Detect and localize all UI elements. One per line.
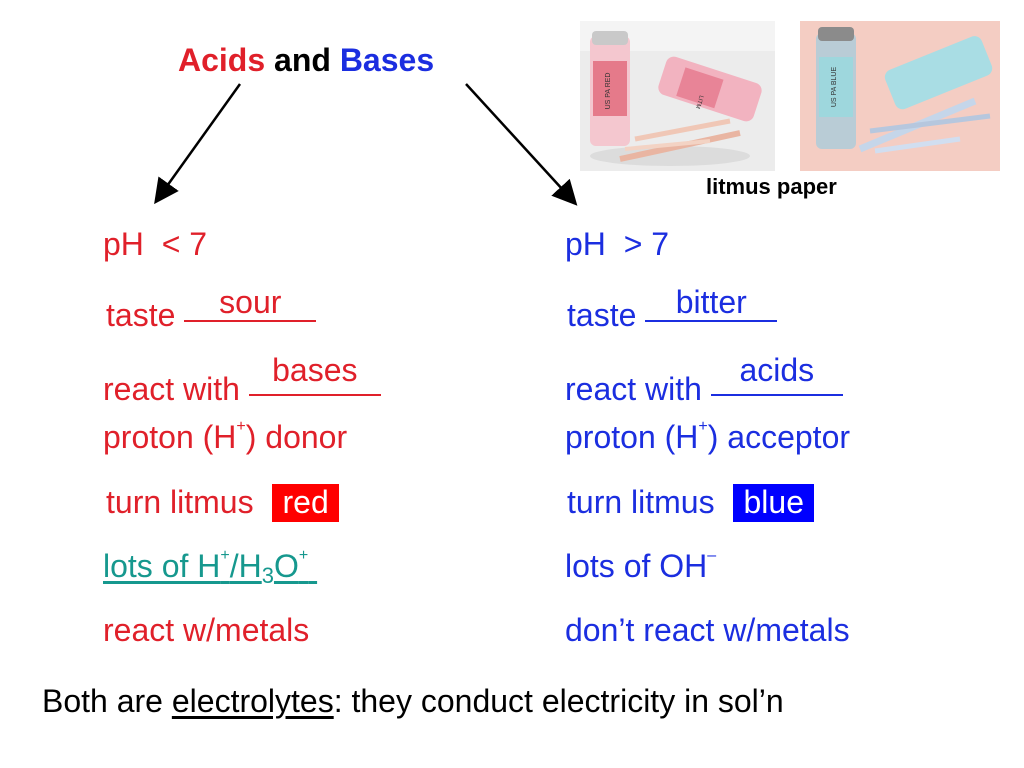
arrow-to-acids bbox=[154, 83, 242, 205]
acid-lots-sup1: + bbox=[220, 547, 230, 564]
branch-arrows bbox=[154, 83, 578, 206]
red-litmus-photo: US PA RED LITM bbox=[580, 21, 775, 171]
bottom-prefix: Both are bbox=[42, 683, 163, 719]
title-acids: Acids bbox=[178, 42, 266, 78]
base-lots: lots of OH– bbox=[565, 547, 717, 584]
base-taste: taste bitter bbox=[567, 286, 778, 333]
acid-lots-link[interactable]: lots of H+/H3O+ bbox=[103, 547, 317, 587]
acid-proton-text-a: proton (H bbox=[103, 419, 237, 455]
acid-ph-value: < 7 bbox=[161, 226, 208, 262]
page-title: Acids and Bases bbox=[178, 42, 434, 79]
base-react-blank: acids bbox=[710, 352, 843, 396]
acid-lots-sup2: + bbox=[298, 547, 309, 564]
acid-metals: react w/metals bbox=[103, 612, 310, 648]
acid-taste-blank: sour bbox=[184, 284, 317, 322]
acid-taste-answer: sour bbox=[219, 284, 282, 320]
acid-proton-sup: + bbox=[236, 418, 246, 435]
acid-proton: proton (H+) donor bbox=[103, 418, 348, 455]
base-taste-label: taste bbox=[567, 297, 637, 333]
title-bases: Bases bbox=[339, 42, 435, 78]
base-proton-text-b: ) acceptor bbox=[707, 419, 851, 455]
acid-litmus-label: turn litmus bbox=[106, 484, 254, 520]
red-strip-label: LITM bbox=[694, 94, 704, 109]
acid-proton-text-b: ) donor bbox=[245, 419, 348, 455]
base-ph: pH > 7 bbox=[565, 228, 669, 260]
acid-lots-text-a: lots of H bbox=[103, 548, 221, 584]
base-proton: proton (H+) acceptor bbox=[565, 418, 851, 455]
acid-taste: taste sour bbox=[106, 286, 317, 333]
blue-litmus-photo: US PA BLUE bbox=[800, 21, 1000, 171]
base-litmus-answer: blue bbox=[733, 484, 814, 522]
photo-caption: litmus paper bbox=[706, 174, 837, 199]
acid-react-label: react with bbox=[103, 371, 240, 407]
acid-lots-text-c: O bbox=[273, 548, 299, 584]
base-ph-value: > 7 bbox=[623, 226, 670, 262]
base-taste-answer: bitter bbox=[675, 284, 747, 320]
base-taste-blank: bitter bbox=[645, 284, 778, 322]
acid-react-answer: bases bbox=[272, 352, 358, 388]
acid-react: react with bases bbox=[103, 354, 381, 407]
electrolytes-statement: Both are electrolytes: they conduct elec… bbox=[42, 683, 784, 720]
base-react-label: react with bbox=[565, 371, 702, 407]
base-litmus: turn litmus blue bbox=[567, 484, 814, 522]
base-metals: don’t react w/metals bbox=[565, 612, 850, 648]
base-litmus-label: turn litmus bbox=[567, 484, 715, 520]
acid-lots-text-b: /H bbox=[229, 548, 262, 584]
base-proton-sup: + bbox=[698, 418, 708, 435]
base-lots-sup: – bbox=[707, 547, 717, 564]
acid-ph-label: pH bbox=[103, 226, 144, 262]
blue-vial-label: US PA BLUE bbox=[831, 67, 838, 108]
base-proton-text-a: proton (H bbox=[565, 419, 699, 455]
acid-lots-sub: 3 bbox=[261, 563, 274, 588]
acid-react-blank: bases bbox=[248, 352, 381, 396]
base-react-answer: acids bbox=[739, 352, 815, 388]
bottom-keyword: electrolytes bbox=[171, 683, 334, 719]
acid-ph: pH < 7 bbox=[103, 228, 207, 260]
base-react: react with acids bbox=[565, 354, 843, 407]
acid-taste-label: taste bbox=[106, 297, 176, 333]
red-vial-label: US PA RED bbox=[605, 73, 612, 110]
arrow-to-bases bbox=[465, 83, 578, 206]
base-ph-label: pH bbox=[565, 226, 606, 262]
bottom-suffix: : they conduct electricity in sol’n bbox=[333, 683, 784, 719]
base-lots-text: lots of OH bbox=[565, 548, 708, 584]
acid-litmus: turn litmus red bbox=[106, 484, 339, 522]
acid-litmus-answer: red bbox=[272, 484, 339, 522]
title-and: and bbox=[274, 42, 331, 78]
